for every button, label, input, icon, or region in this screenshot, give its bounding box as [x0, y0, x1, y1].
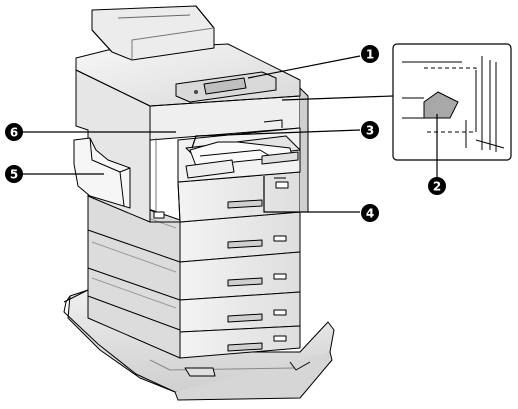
callout-4: 4 — [361, 204, 379, 222]
leader-3 — [191, 129, 361, 149]
output-tray — [177, 119, 301, 183]
callout-6: 6 — [5, 123, 23, 141]
detail-inset — [392, 43, 512, 161]
printer-stand-base — [63, 289, 335, 401]
svg-text:3: 3 — [366, 124, 374, 138]
leader-4 — [263, 176, 360, 213]
callout-5: 5 — [5, 165, 23, 183]
leader-lines — [22, 55, 438, 213]
svg-text:6: 6 — [10, 126, 18, 140]
callout-3: 3 — [361, 121, 379, 139]
svg-text:1: 1 — [366, 48, 374, 62]
callout-1: 1 — [361, 45, 379, 63]
callout-2: 2 — [428, 177, 446, 195]
leader-inset — [281, 95, 394, 101]
rear-paper-feed-tray — [73, 137, 131, 209]
leader-1 — [247, 55, 361, 79]
svg-text:2: 2 — [433, 180, 441, 194]
svg-text:5: 5 — [10, 168, 18, 182]
svg-text:4: 4 — [366, 207, 374, 221]
highlighted-part — [423, 91, 459, 119]
scanner-unit — [75, 5, 301, 107]
